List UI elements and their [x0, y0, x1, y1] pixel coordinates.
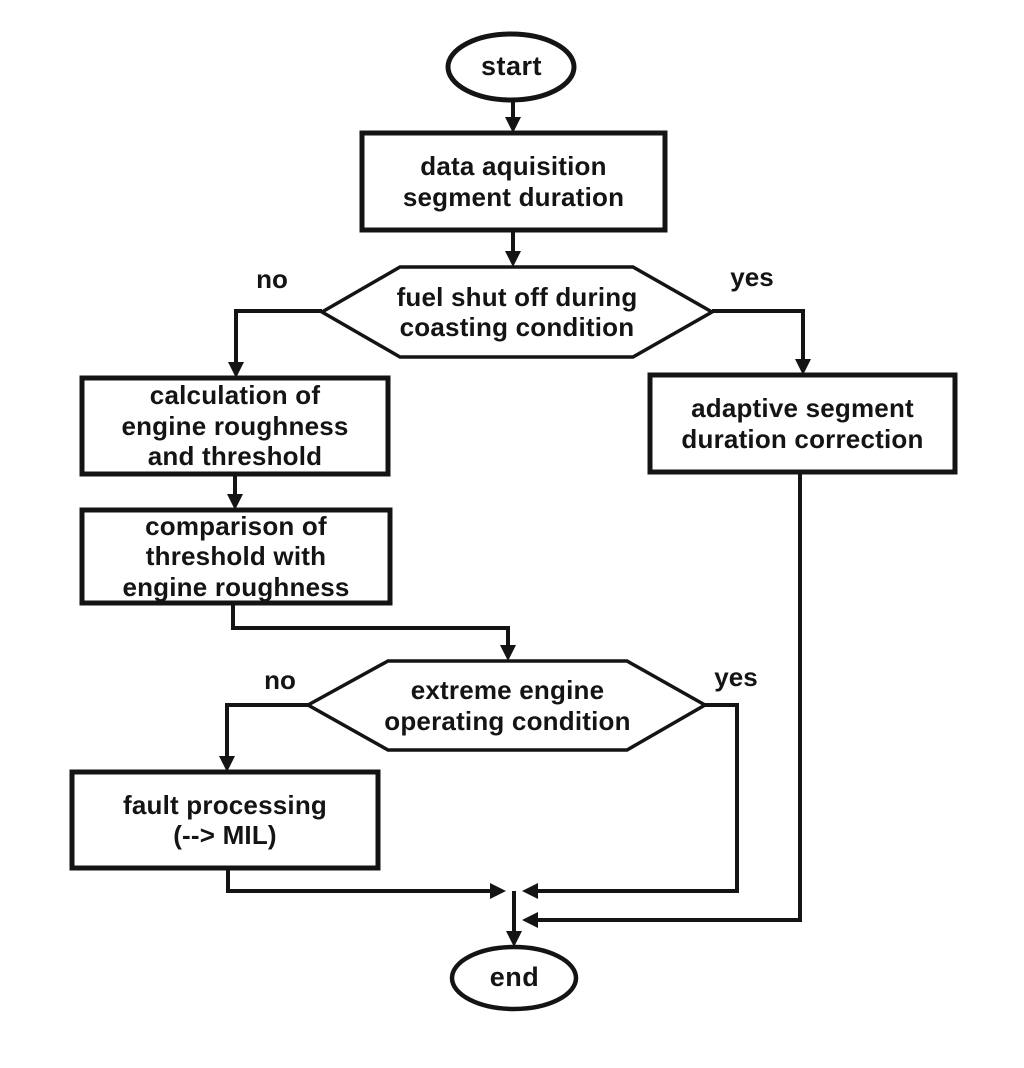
arrowhead-into-adaptive — [795, 359, 811, 375]
extreme-engine-label: extreme engine operating condition — [384, 675, 631, 736]
extreme-no-label: no — [264, 664, 296, 695]
extreme-engine-hexagon — [304, 659, 709, 752]
edge-adaptive-to-merge — [536, 472, 802, 922]
arrowhead-merge-right-branch — [522, 883, 538, 899]
data-acquisition-box — [359, 130, 668, 233]
fuel-shut-off-label: fuel shut off during coasting condition — [396, 281, 638, 342]
edge-comparison-to-extreme — [231, 603, 510, 647]
end-node-label: end — [489, 962, 540, 993]
edge-fuel-yes — [712, 309, 805, 361]
calculation-label: calculation of engine roughness and thre… — [121, 380, 349, 472]
fuel-shut-off-hexagon — [318, 265, 716, 359]
arrowhead-into-fuel — [505, 251, 521, 267]
arrowhead-merge-left-branch — [490, 883, 506, 899]
arrowhead-into-comparison — [227, 494, 243, 510]
edge-fault-to-merge — [226, 868, 492, 893]
arrowhead-into-data — [505, 117, 521, 133]
adaptive-segment-label: adaptive segment duration correction — [681, 393, 924, 454]
edge-extreme-yes — [536, 703, 739, 893]
end-ellipse — [449, 944, 579, 1012]
edge-fuel-no — [234, 309, 322, 364]
fault-processing-box — [69, 769, 381, 871]
arrowhead-merge-adaptive-branch — [522, 912, 538, 928]
start-ellipse — [445, 31, 577, 103]
data-acquisition-label: data aquisition segment duration — [402, 151, 625, 212]
start-node-label: start — [480, 51, 543, 82]
calculation-box — [79, 375, 391, 477]
fault-processing-label: fault processing (--> MIL) — [122, 789, 327, 850]
fuel-no-label: no — [256, 263, 288, 294]
arrowhead-into-calculation — [228, 362, 244, 378]
extreme-yes-label: yes — [714, 661, 758, 692]
arrowhead-into-extreme — [500, 645, 516, 661]
edge-extreme-no — [225, 703, 308, 758]
arrowhead-into-end — [506, 931, 522, 947]
arrowhead-into-fault — [219, 756, 235, 772]
adaptive-segment-box — [647, 372, 958, 475]
comparison-label: comparison of threshold with engine roug… — [122, 510, 350, 602]
comparison-box — [79, 507, 393, 606]
fuel-yes-label: yes — [730, 261, 774, 292]
